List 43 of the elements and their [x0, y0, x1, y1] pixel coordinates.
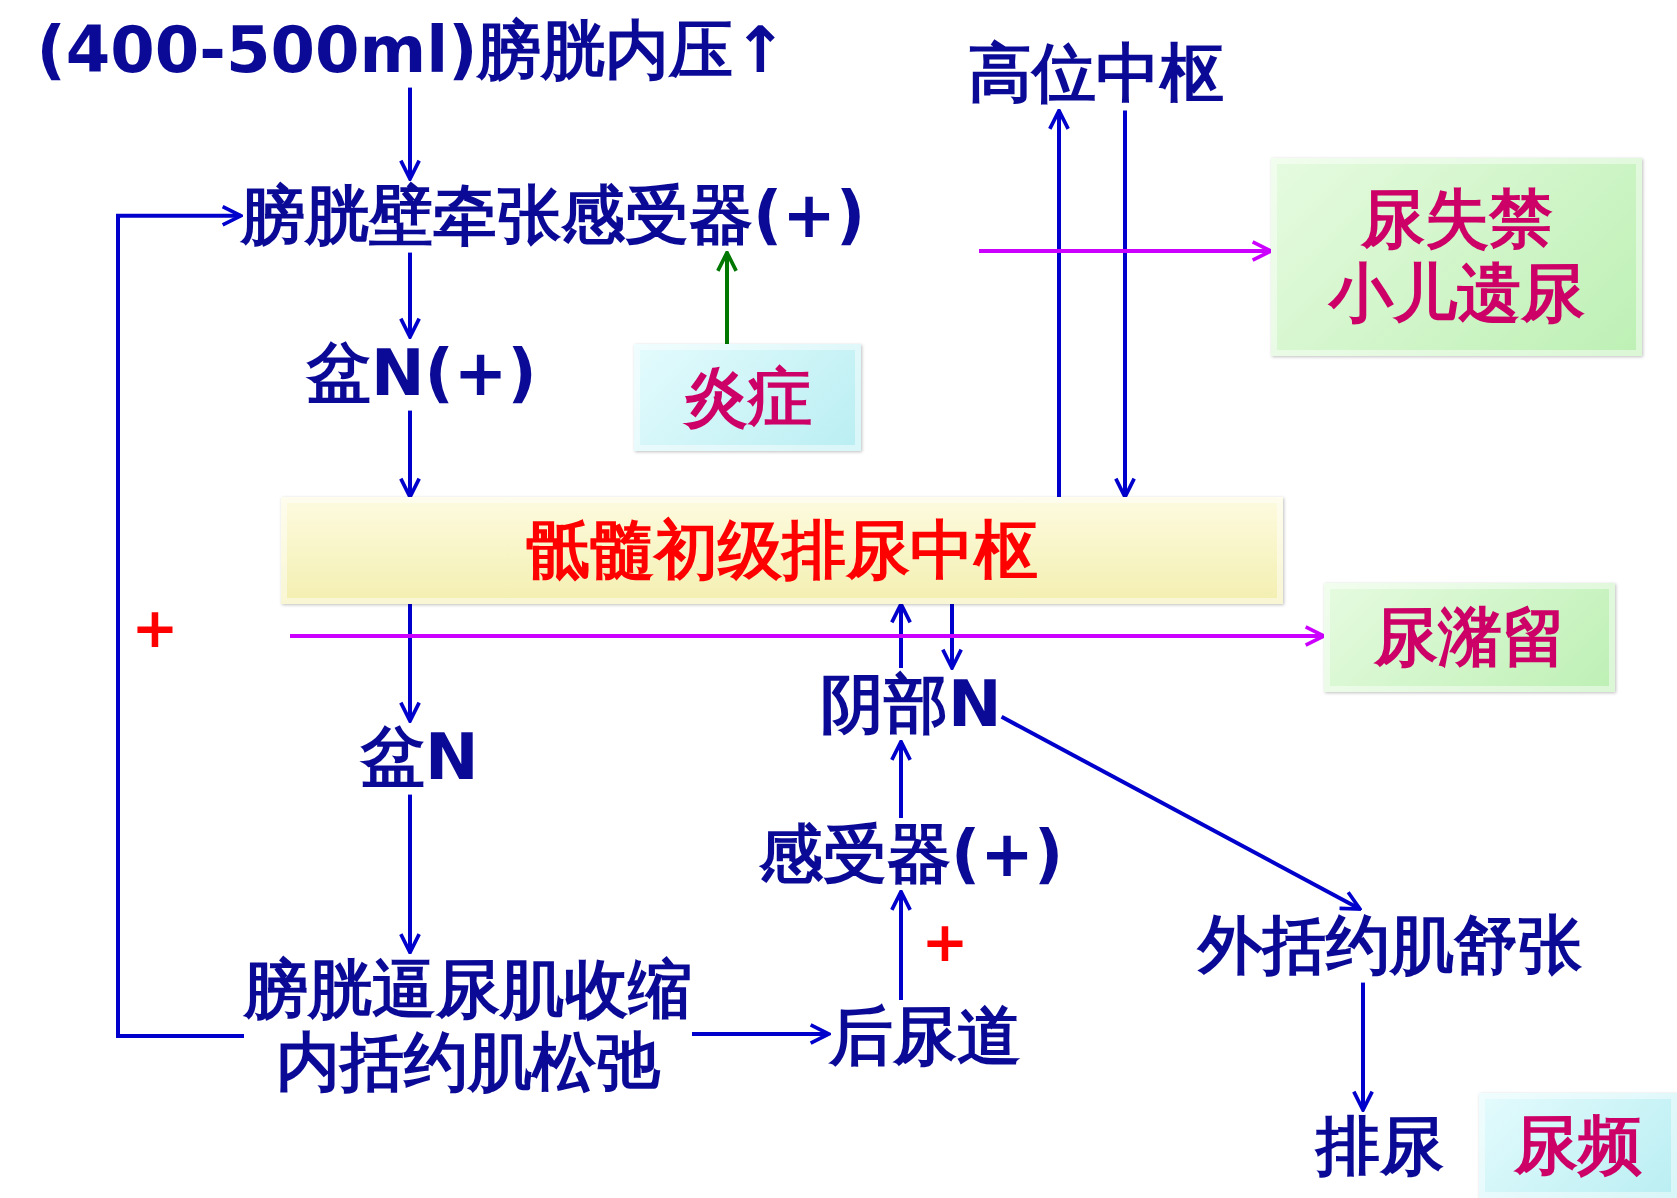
node-text: 小儿遗尿: [1328, 257, 1585, 331]
arrow: [941, 604, 963, 670]
arrow: [1114, 110, 1136, 499]
node-text: 尿潴留: [1373, 600, 1566, 675]
diagnosis-box: [1271, 158, 1642, 356]
arrow: [399, 410, 421, 499]
node-text: 高位中枢: [968, 37, 1224, 111]
arrow: [890, 889, 912, 1000]
node-text: 阴部N: [820, 668, 1002, 742]
node-text: 膀胱壁牵张感受器(+): [241, 179, 866, 253]
plus-sign: +: [131, 600, 179, 656]
arrow: [716, 250, 738, 344]
arrow: [890, 602, 912, 668]
node-text: 炎症: [683, 360, 812, 435]
plus-sign: +: [921, 914, 969, 970]
node-text: 感受器(+): [759, 818, 1064, 892]
arrow: [1000, 715, 1362, 911]
node-text: 盆N(+): [307, 337, 537, 411]
node-text: 尿失禁: [1360, 183, 1553, 257]
arrow: [692, 1023, 831, 1045]
arrow: [399, 252, 421, 339]
arrow: [116, 204, 244, 1039]
arrow: [890, 739, 912, 818]
arrow: [1048, 108, 1070, 497]
node-text: 排尿: [1316, 1110, 1444, 1184]
node-text: 尿频: [1514, 1108, 1642, 1183]
node-text: (400-500ml)膀胱内压↑: [36, 14, 787, 88]
arrow: [979, 240, 1273, 262]
arrow: [399, 604, 421, 723]
center-band: [281, 497, 1283, 604]
diagnosis-box: [1479, 1093, 1677, 1198]
node-text: 外括约肌舒张: [1198, 909, 1582, 983]
arrow: [290, 625, 1326, 647]
node-text: 盆N: [361, 721, 479, 795]
arrow: [1352, 982, 1374, 1112]
cause-box: [634, 344, 861, 451]
node-text: 膀胱逼尿肌收缩: [244, 952, 692, 1027]
node-text: 骶髓初级排尿中枢: [526, 513, 1038, 588]
node-text: 内括约肌松弛: [275, 1026, 662, 1100]
arrow: [399, 87, 421, 181]
arrow: [399, 794, 421, 955]
diagnosis-box: [1324, 583, 1615, 692]
node-text: 后尿道: [829, 1000, 1021, 1074]
